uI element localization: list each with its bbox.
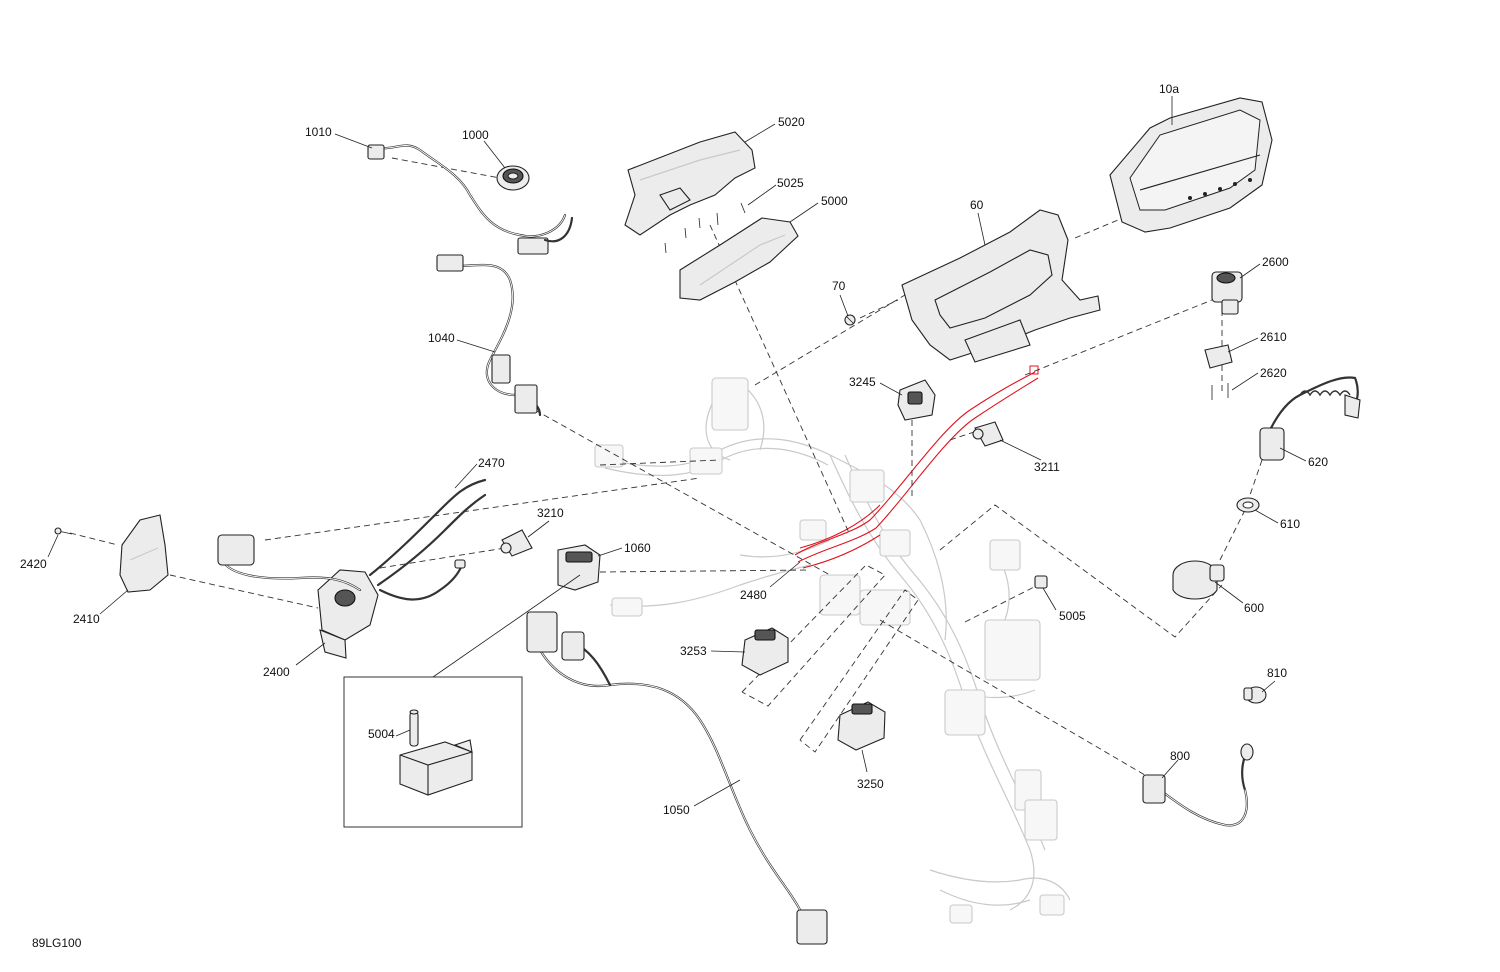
part-70-screw: [844, 314, 856, 326]
label-1060: 1060: [624, 541, 651, 555]
label-600: 600: [1244, 601, 1264, 615]
label-60: 60: [970, 198, 984, 212]
label-1050: 1050: [663, 803, 690, 817]
label-610: 610: [1280, 517, 1300, 531]
main-harness-ghost: [594, 377, 1071, 924]
part-2600-switch: [1211, 271, 1243, 315]
detail-inset-5004: [343, 574, 581, 828]
callout-leaders: [47, 96, 1307, 807]
part-3245-switch: [897, 379, 936, 421]
label-5025: 5025: [777, 176, 804, 190]
label-810: 810: [1267, 666, 1287, 680]
label-2420: 2420: [20, 557, 47, 571]
label-5000: 5000: [821, 194, 848, 208]
part-620-lanyard: [1259, 376, 1361, 461]
label-1040: 1040: [428, 331, 455, 345]
label-70: 70: [832, 279, 846, 293]
label-2480: 2480: [740, 588, 767, 602]
part-1060-switch: [557, 544, 601, 591]
label-5004: 5004: [368, 727, 395, 741]
part-1040-harness: [436, 254, 542, 417]
part-1000-power-socket: [496, 165, 530, 191]
part-1050-harness: [526, 611, 828, 945]
part-5000-bracket: [679, 217, 799, 301]
part-2610-clip: [1204, 344, 1233, 369]
part-5020-cover: [624, 131, 756, 236]
label-3245: 3245: [849, 375, 876, 389]
diagram-reference: 89LG100: [32, 936, 82, 950]
part-10a-display-cluster: [1109, 97, 1273, 233]
part-5005-clip: [1034, 575, 1048, 589]
part-3250-switch: [837, 701, 886, 751]
callout-labels: 10a 60 70 1000 1010 1040 1050 1060 2400 …: [20, 82, 1328, 950]
part-810-cap: [1243, 686, 1267, 704]
part-3210-connector: [500, 529, 533, 557]
label-3250: 3250: [857, 777, 884, 791]
part-5025-screws: [664, 202, 746, 254]
label-800: 800: [1170, 749, 1190, 763]
label-2400: 2400: [263, 665, 290, 679]
label-3211: 3211: [1034, 460, 1060, 474]
part-60-cluster-bracket: [901, 209, 1101, 363]
label-2600: 2600: [1262, 255, 1289, 269]
part-1010-harness: [367, 144, 574, 255]
part-3253-switch: [741, 627, 789, 676]
label-5005: 5005: [1059, 609, 1086, 623]
label-3210: 3210: [537, 506, 564, 520]
alignment-lines: [69, 157, 1263, 779]
label-5020: 5020: [778, 115, 805, 129]
label-2620: 2620: [1260, 366, 1287, 380]
part-2410-cover: [119, 514, 169, 593]
part-2620-screws: [1211, 383, 1229, 400]
label-10a: 10a: [1159, 82, 1179, 96]
part-800-harness: [1142, 743, 1254, 827]
part-3211-connector: [972, 421, 1004, 447]
part-600-dess-switch: [1172, 560, 1225, 600]
part-2400-ignition-switch: [317, 569, 379, 659]
label-1010: 1010: [305, 125, 332, 139]
highlighted-harness-2480: [794, 365, 1039, 569]
label-2470: 2470: [478, 456, 505, 470]
label-3253: 3253: [680, 644, 707, 658]
part-610-ring: [1236, 497, 1260, 513]
part-2420-screw: [54, 527, 73, 535]
label-2610: 2610: [1260, 330, 1287, 344]
label-1000: 1000: [462, 128, 489, 142]
label-620: 620: [1308, 455, 1328, 469]
part-2470-harness: [217, 478, 487, 601]
label-2410: 2410: [73, 612, 100, 626]
